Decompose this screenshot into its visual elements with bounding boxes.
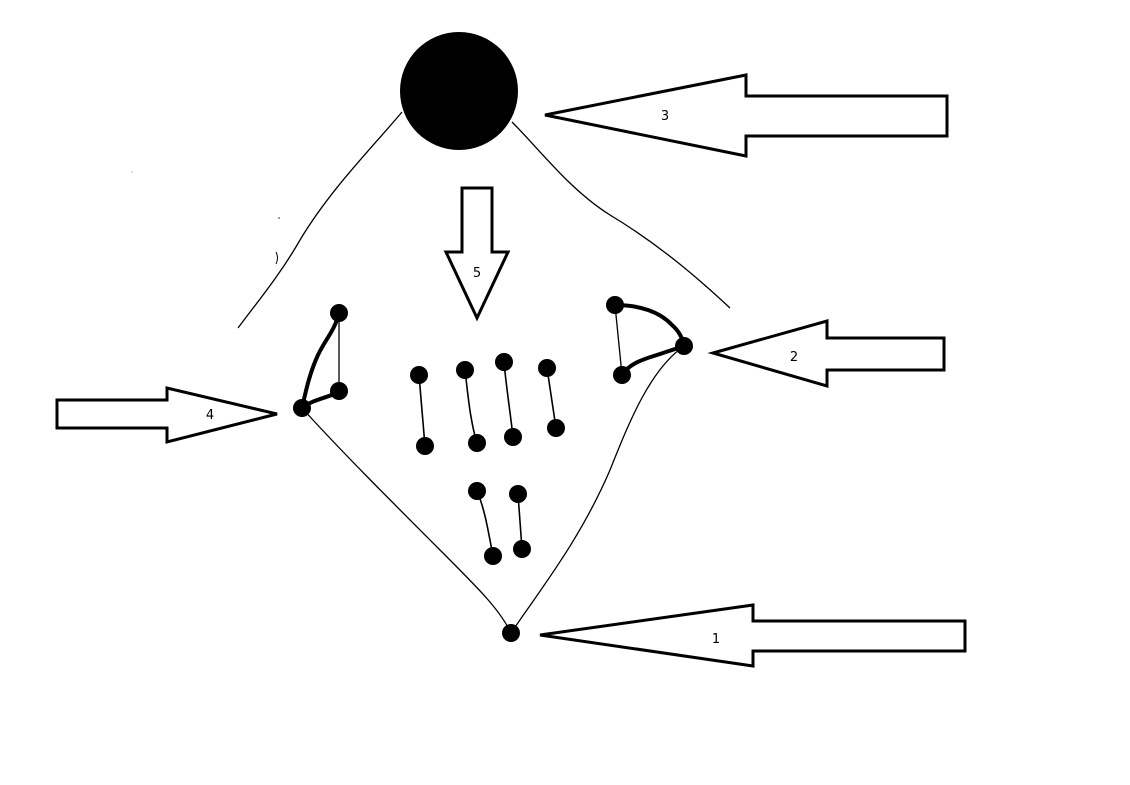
- left-pole-dot: [293, 399, 311, 417]
- left-pole-dot: [330, 382, 348, 400]
- arrow-3-label: 3: [661, 109, 669, 124]
- arrow-3: [544, 73, 949, 158]
- arrow-5: [443, 186, 511, 322]
- upper-right-line: [511, 121, 731, 309]
- left-pole-dot: [330, 304, 348, 322]
- arrow-2: [707, 319, 946, 388]
- stray-mark: [275, 251, 278, 265]
- arrow-1-label: 1: [712, 632, 720, 647]
- chromosome-pair: [495, 353, 522, 446]
- arrow-5-label: 5: [473, 266, 481, 281]
- right-pole-dot: [675, 337, 693, 355]
- stray-dot: [278, 217, 280, 219]
- right-pole-thick: [613, 303, 686, 348]
- right-pole-thin: [614, 304, 623, 376]
- stray-dot: [131, 171, 133, 173]
- bottom-vertex-dot: [502, 624, 520, 642]
- upper-left-line: [237, 111, 403, 329]
- right-pole-thick: [620, 344, 686, 377]
- chromosome-pair: [468, 482, 502, 565]
- arrow-1: [539, 603, 967, 668]
- chromosome-pair: [509, 485, 531, 558]
- arrow-4: [55, 386, 278, 444]
- large-black-circle: [400, 32, 518, 150]
- chromosome-pair: [538, 359, 565, 437]
- chromosome-pair: [456, 361, 486, 452]
- lower-right-line: [510, 345, 685, 634]
- arrow-2-label: 2: [790, 350, 798, 365]
- right-pole-dot: [606, 296, 624, 314]
- arrow-4-label: 4: [206, 408, 214, 423]
- lower-left-line: [301, 407, 512, 634]
- left-pole-thick: [300, 311, 341, 410]
- right-pole-dot: [613, 366, 631, 384]
- chromosome-pair: [410, 366, 434, 455]
